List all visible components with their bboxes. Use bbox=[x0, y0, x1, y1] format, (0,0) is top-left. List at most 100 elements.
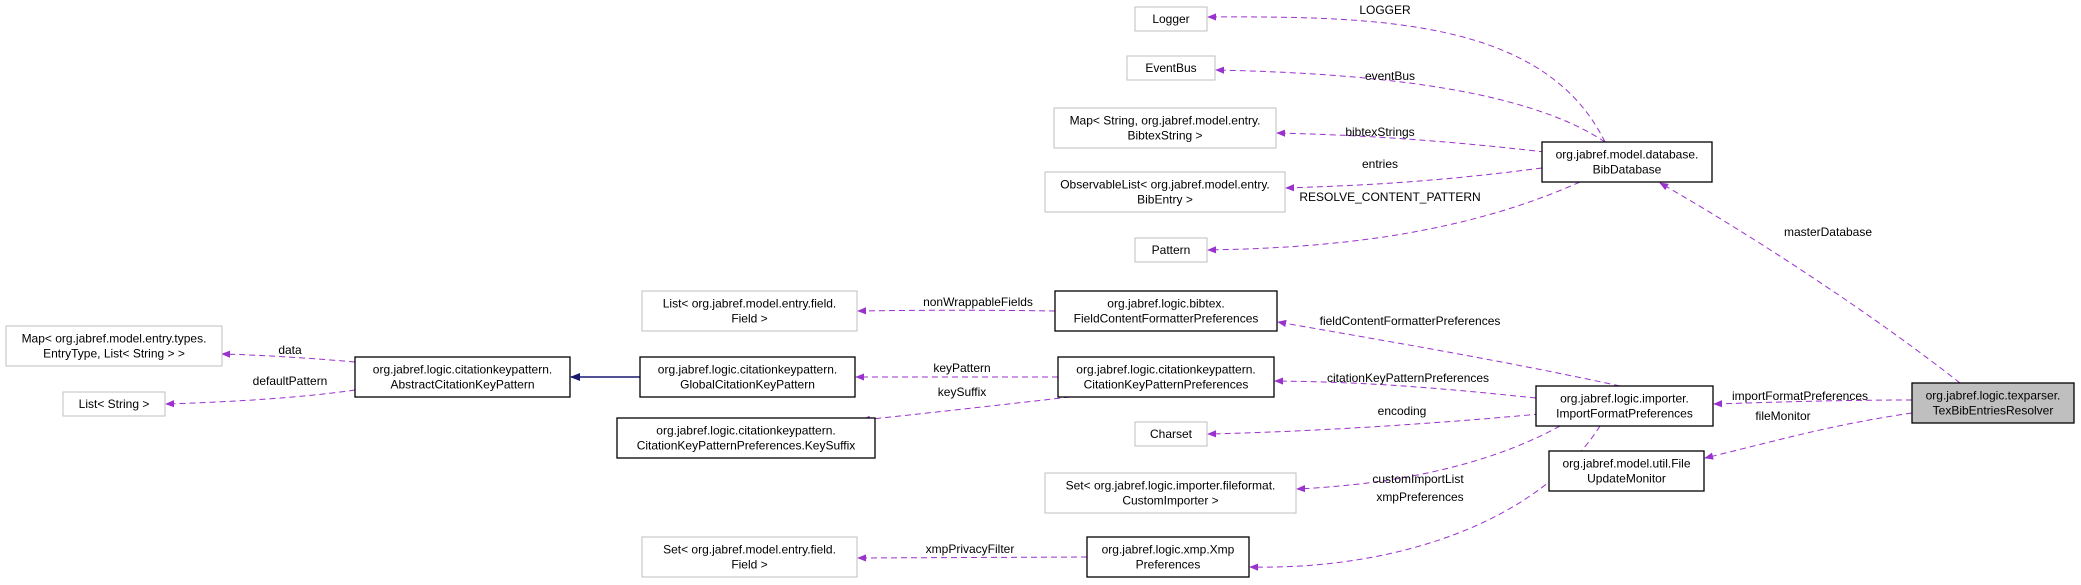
class-name-line: org.jabref.logic.citationkeypattern. bbox=[1076, 363, 1255, 377]
class-box bbox=[1134, 6, 1208, 32]
edge-label: data bbox=[278, 343, 302, 357]
edge-label: fieldContentFormatterPreferences bbox=[1320, 314, 1501, 328]
edge-label: RESOLVE_CONTENT_PATTERN bbox=[1299, 190, 1480, 204]
association-edge bbox=[1215, 66, 1606, 143]
class-name-line: UpdateMonitor bbox=[1587, 472, 1666, 486]
edge-label: xmpPrivacyFilter bbox=[926, 542, 1015, 556]
class-name-line: List< String > bbox=[79, 397, 150, 411]
class-name-line: BibtexString > bbox=[1127, 129, 1202, 143]
association-edge bbox=[1704, 412, 1913, 460]
class-node-fcfp[interactable]: org.jabref.logic.bibtex.FieldContentForm… bbox=[1054, 290, 1278, 332]
class-box bbox=[639, 356, 856, 398]
class-name-line: EventBus bbox=[1145, 61, 1196, 75]
class-box bbox=[1911, 382, 2075, 424]
class-name-line: org.jabref.logic.citationkeypattern. bbox=[658, 363, 837, 377]
class-name-line: org.jabref.logic.xmp.Xmp bbox=[1102, 543, 1235, 557]
class-box bbox=[616, 417, 876, 459]
class-name-line: TexBibEntriesResolver bbox=[1933, 404, 2054, 418]
class-node-ckpp[interactable]: org.jabref.logic.citationkeypattern.Cita… bbox=[1057, 356, 1275, 398]
association-edge bbox=[861, 396, 1071, 423]
class-node-pattern[interactable]: Pattern bbox=[1134, 237, 1208, 263]
class-name-line: Preferences bbox=[1136, 558, 1201, 572]
class-node-list-string[interactable]: List< String > bbox=[62, 391, 166, 417]
edge-label: bibtexStrings bbox=[1345, 125, 1414, 139]
class-node-global-ckp[interactable]: org.jabref.logic.citationkeypattern.Glob… bbox=[639, 356, 856, 398]
edge-label: xmpPreferences bbox=[1376, 490, 1463, 504]
association-edge bbox=[1713, 399, 1913, 408]
class-node-logger[interactable]: Logger bbox=[1134, 6, 1208, 32]
class-node-set-importer[interactable]: Set< org.jabref.logic.importer.fileforma… bbox=[1044, 472, 1297, 514]
class-name-line: org.jabref.model.util.File bbox=[1562, 457, 1690, 471]
class-name-line: org.jabref.logic.importer. bbox=[1560, 392, 1689, 406]
class-box bbox=[1134, 421, 1208, 447]
association-edge bbox=[1285, 167, 1543, 192]
edge-label: citationKeyPatternPreferences bbox=[1327, 371, 1489, 385]
class-node-map-types[interactable]: Map< org.jabref.model.entry.types.EntryT… bbox=[5, 325, 223, 367]
edge-label: customImportList bbox=[1372, 472, 1464, 486]
class-node-charset[interactable]: Charset bbox=[1134, 421, 1208, 447]
class-name-line: org.jabref.logic.citationkeypattern. bbox=[656, 424, 835, 438]
class-name-line: Set< org.jabref.logic.importer.fileforma… bbox=[1066, 479, 1276, 493]
class-name-line: BibDatabase bbox=[1593, 163, 1662, 177]
class-name-line: Set< org.jabref.model.entry.field. bbox=[663, 543, 836, 557]
class-node-keysuffix[interactable]: org.jabref.logic.citationkeypattern.Cita… bbox=[616, 417, 876, 459]
class-name-line: org.jabref.logic.citationkeypattern. bbox=[373, 363, 552, 377]
edge-label: encoding bbox=[1378, 404, 1427, 418]
class-node-set-field[interactable]: Set< org.jabref.model.entry.field.Field … bbox=[641, 536, 858, 578]
edge-label: keySuffix bbox=[938, 385, 986, 399]
class-name-line: ObservableList< org.jabref.model.entry. bbox=[1060, 178, 1270, 192]
class-box bbox=[354, 356, 571, 398]
edge-label: LOGGER bbox=[1359, 3, 1411, 17]
class-name-line: Logger bbox=[1152, 12, 1189, 26]
class-name-line: Field > bbox=[731, 312, 767, 326]
edge-label: keyPattern bbox=[933, 361, 990, 375]
class-box bbox=[641, 290, 858, 332]
association-edge bbox=[1277, 319, 1621, 387]
association-edge bbox=[1276, 129, 1546, 153]
class-name-line: GlobalCitationKeyPattern bbox=[680, 378, 815, 392]
class-node-bibdatabase[interactable]: org.jabref.model.database.BibDatabase bbox=[1541, 141, 1713, 183]
class-node-resolver[interactable]: org.jabref.logic.texparser.TexBibEntries… bbox=[1911, 382, 2075, 424]
class-name-line: List< org.jabref.model.entry.field. bbox=[663, 297, 837, 311]
class-node-importfp[interactable]: org.jabref.logic.importer.ImportFormatPr… bbox=[1535, 385, 1714, 427]
association-edge bbox=[165, 389, 356, 408]
association-edge bbox=[221, 350, 356, 363]
class-name-line: FieldContentFormatterPreferences bbox=[1074, 312, 1259, 326]
class-name-line: Pattern bbox=[1152, 243, 1191, 257]
class-node-map-bibtex[interactable]: Map< String, org.jabref.model.entry.Bibt… bbox=[1053, 107, 1277, 149]
edge-label: nonWrappableFields bbox=[923, 295, 1033, 309]
association-edge bbox=[857, 307, 1056, 315]
class-box bbox=[1548, 450, 1705, 492]
class-name-line: BibEntry > bbox=[1137, 193, 1193, 207]
class-name-line: org.jabref.model.database. bbox=[1556, 148, 1699, 162]
edge-label: fileMonitor bbox=[1755, 409, 1810, 423]
class-node-obslist[interactable]: ObservableList< org.jabref.model.entry.B… bbox=[1044, 171, 1286, 213]
association-edge bbox=[857, 554, 1088, 562]
class-box bbox=[1057, 356, 1275, 398]
association-edge bbox=[1659, 182, 1961, 384]
class-name-line: ImportFormatPreferences bbox=[1556, 407, 1693, 421]
class-name-line: org.jabref.logic.bibtex. bbox=[1107, 297, 1224, 311]
class-name-line: CitationKeyPatternPreferences.KeySuffix bbox=[637, 439, 856, 453]
class-box bbox=[1044, 472, 1297, 514]
class-name-line: CustomImporter > bbox=[1122, 494, 1218, 508]
class-name-line: Map< String, org.jabref.model.entry. bbox=[1070, 114, 1261, 128]
class-node-abstract-ckp[interactable]: org.jabref.logic.citationkeypattern.Abst… bbox=[354, 356, 571, 398]
association-edge bbox=[1296, 425, 1561, 493]
class-box bbox=[1134, 237, 1208, 263]
edge-label: masterDatabase bbox=[1784, 225, 1872, 239]
class-box bbox=[1541, 141, 1713, 183]
class-box bbox=[1535, 385, 1714, 427]
class-node-eventbus[interactable]: EventBus bbox=[1126, 55, 1216, 81]
class-name-line: EntryType, List< String > > bbox=[43, 347, 185, 361]
association-edge bbox=[1207, 413, 1541, 438]
class-name-line: CitationKeyPatternPreferences bbox=[1084, 378, 1249, 392]
class-box bbox=[62, 391, 166, 417]
class-name-line: AbstractCitationKeyPattern bbox=[390, 378, 534, 392]
association-edge bbox=[1207, 13, 1606, 143]
class-node-list-field[interactable]: List< org.jabref.model.entry.field.Field… bbox=[641, 290, 858, 332]
